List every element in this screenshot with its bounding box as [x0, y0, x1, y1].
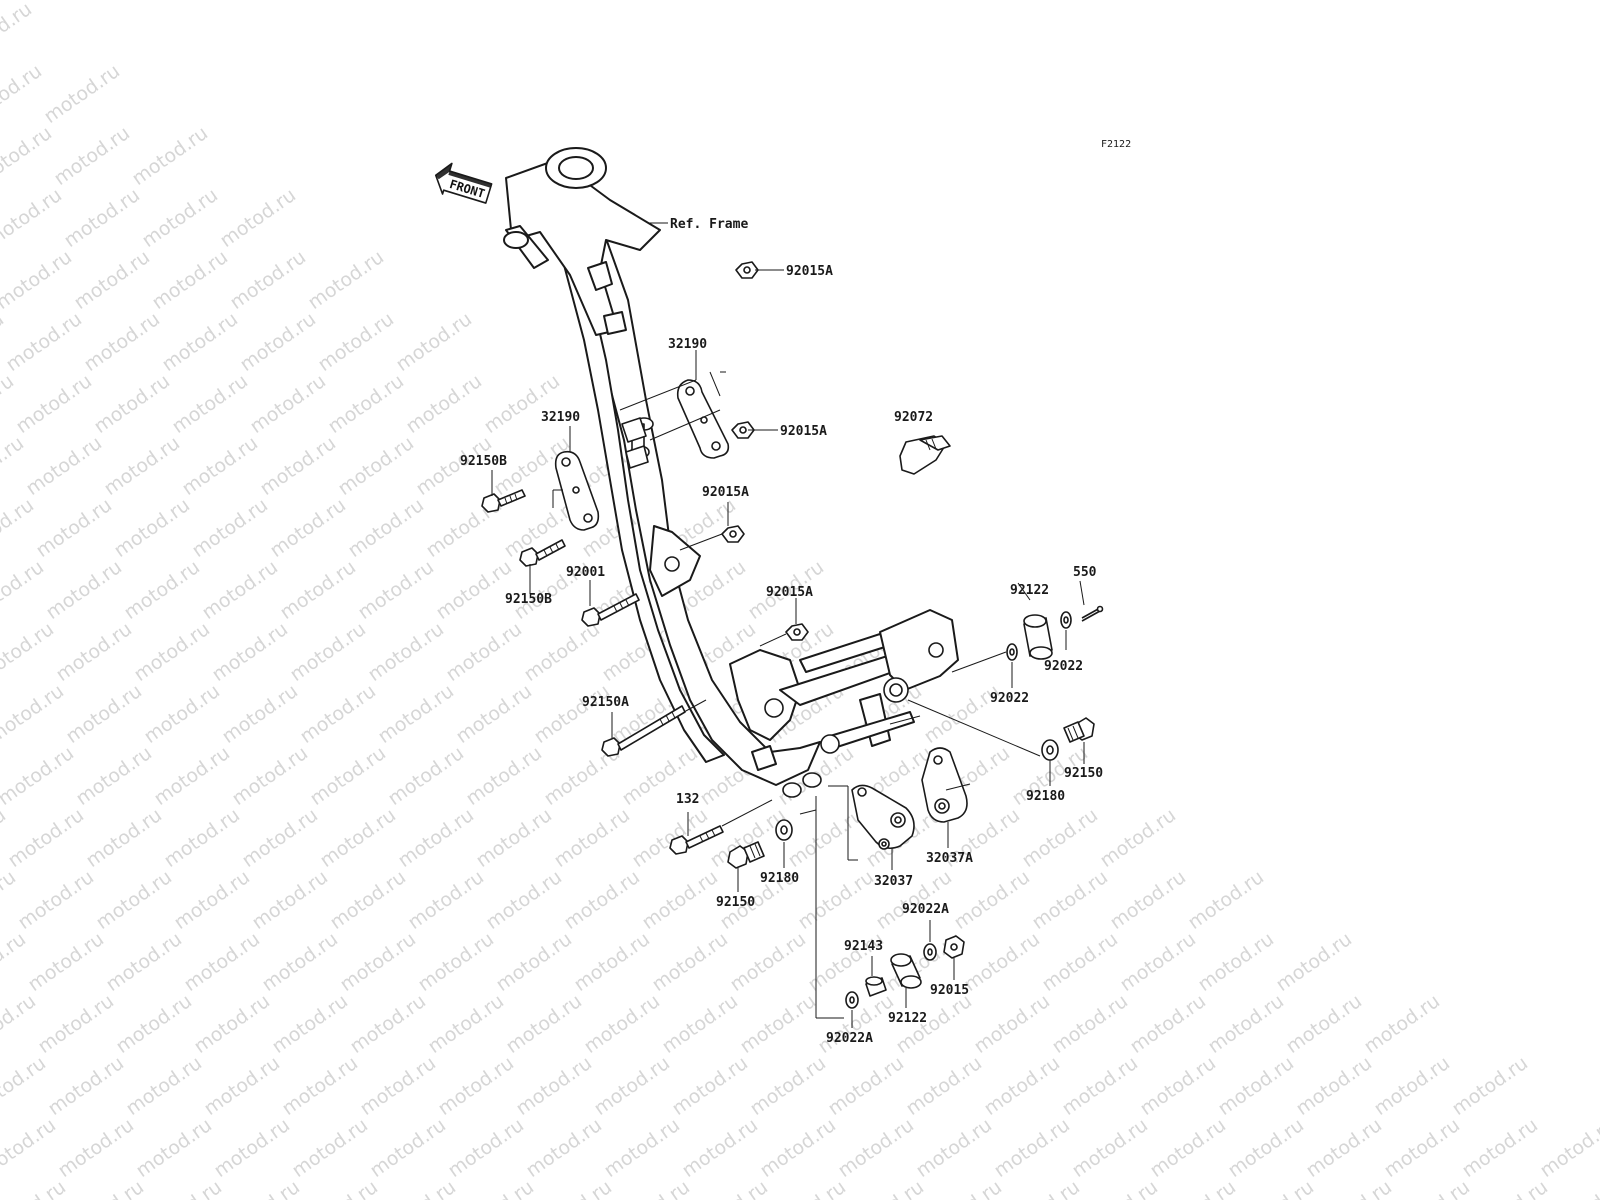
bolt-92150-left — [727, 841, 765, 869]
nut-92015A-1 — [735, 261, 759, 279]
label-32190-lower: 32190 — [541, 410, 580, 425]
washer-92022A-lower — [845, 991, 859, 1009]
rubber-pad-92072 — [899, 435, 951, 475]
bolt-92150-right — [1063, 717, 1095, 743]
washer-92022-1 — [1006, 643, 1018, 661]
label-92150B-1: 92150B — [460, 454, 507, 469]
label-92022A-upper: 92022A — [902, 902, 949, 917]
part-labels: 32190 92015A 92015A 92015A 92015A 32190 … — [460, 264, 1103, 1046]
bolt-92150A — [601, 705, 686, 757]
bracket-32037 — [851, 784, 915, 850]
label-92122-lower: 92122 — [888, 1011, 927, 1026]
label-32037A: 32037A — [926, 851, 973, 866]
label-92150B-2: 92150B — [505, 592, 552, 607]
label-92180-left: 92180 — [760, 871, 799, 886]
ref-frame-label: Ref. Frame — [670, 217, 748, 232]
label-92015A-3: 92015A — [702, 485, 749, 500]
bolt-92001 — [581, 593, 640, 627]
label-32190-upper: 32190 — [668, 337, 707, 352]
bracket-32037A — [921, 747, 968, 823]
washer-92180-left — [775, 819, 793, 841]
label-92022-2: 92022 — [990, 691, 1029, 706]
figure-code: F2122 — [1101, 139, 1131, 150]
nut-92015A-4 — [785, 623, 809, 641]
label-92180-right: 92180 — [1026, 789, 1065, 804]
washer-92022-2 — [1060, 611, 1072, 629]
label-92015A-2: 92015A — [780, 424, 827, 439]
cotter-pin-550 — [1081, 605, 1104, 622]
label-92150-left: 92150 — [716, 895, 755, 910]
collar-92143 — [865, 976, 887, 997]
label-92022-1: 92022 — [1044, 659, 1083, 674]
bolt-92150B-1 — [481, 489, 526, 513]
label-92122-upper: 92122 — [1010, 583, 1049, 598]
bolt-92150B-2 — [519, 539, 566, 567]
label-550: 550 — [1073, 565, 1097, 580]
label-92072: 92072 — [894, 410, 933, 425]
nut-92015 — [943, 935, 965, 959]
bolt-132 — [669, 825, 724, 855]
label-92022A-lower: 92022A — [826, 1031, 873, 1046]
motorcycle-frame — [503, 147, 959, 798]
label-92150A: 92150A — [582, 695, 629, 710]
label-92015A-4: 92015A — [766, 585, 813, 600]
front-arrow-icon: FRONT — [434, 162, 493, 204]
label-92150-right: 92150 — [1064, 766, 1103, 781]
leader-lines — [491, 269, 1085, 1028]
collar-92122-lower — [890, 953, 922, 989]
washer-92180-right — [1041, 739, 1059, 761]
label-92015A-1: 92015A — [786, 264, 833, 279]
label-132: 132 — [676, 792, 699, 807]
washer-92022A-upper — [923, 943, 937, 961]
nut-92015A-3 — [721, 525, 745, 543]
label-32037: 32037 — [874, 874, 913, 889]
collar-92122-upper — [1023, 614, 1053, 660]
nut-92015A-2 — [731, 421, 755, 439]
label-92015: 92015 — [930, 983, 969, 998]
label-92001: 92001 — [566, 565, 605, 580]
label-92143: 92143 — [844, 939, 883, 954]
